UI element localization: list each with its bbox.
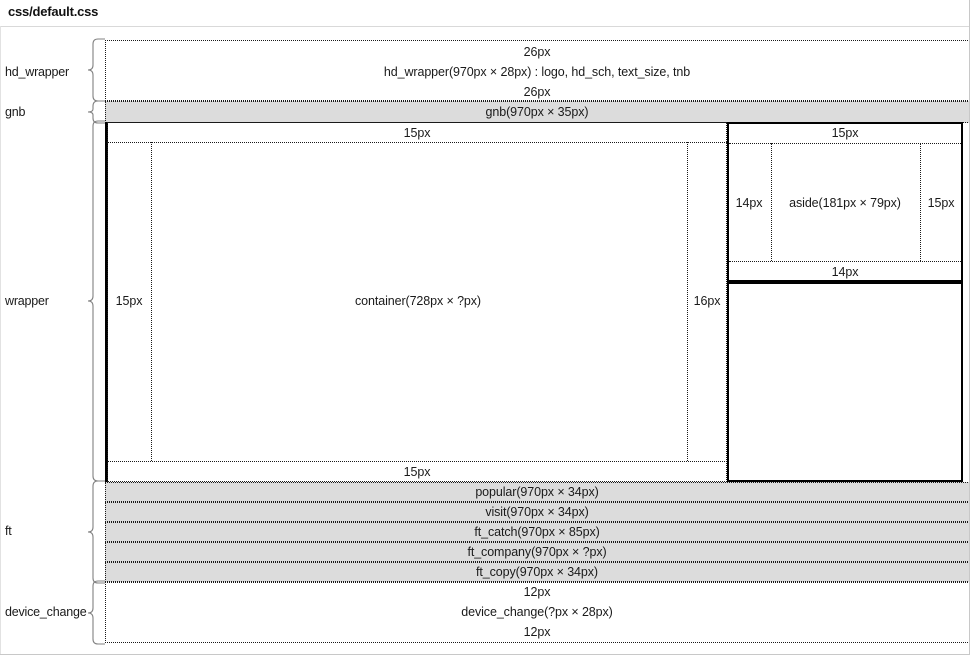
container-pad-left-divider (151, 142, 152, 461)
aside-outer-box (727, 122, 963, 282)
footer-row-ft-catch-box (105, 522, 969, 542)
aside-pad-right-divider (920, 143, 921, 261)
left-border-rule (0, 26, 1, 654)
footer-row-ft-company-label: ft_company(970px × ?px) (467, 545, 607, 559)
hd-wrapper-box (105, 40, 969, 101)
wrapper-left-edge (105, 122, 108, 482)
footer-row-ft-copy-box (105, 562, 969, 582)
container-pad-right-divider (687, 142, 688, 461)
gnb-label: gnb(970px × 35px) (485, 105, 589, 119)
footer-row-visit-label: visit(970px × 34px) (485, 505, 589, 519)
container-pad-bottom-divider (107, 461, 727, 462)
aside-pad-left: 14px (735, 196, 763, 210)
hd-wrapper-pad-top: 26px (523, 45, 551, 59)
brace-ft (84, 480, 106, 584)
container-pad-top-divider (107, 142, 727, 143)
footer-row-ft-company-box (105, 542, 969, 562)
device-change-label: device_change(?px × 28px) (461, 605, 613, 619)
aside-label: aside(181px × 79px) (789, 196, 901, 210)
hd-wrapper-label: hd_wrapper(970px × 28px) : logo, hd_sch,… (383, 65, 691, 79)
aside-pad-right: 15px (927, 196, 955, 210)
container-pad-right: 16px (693, 294, 721, 308)
brace-hd-wrapper (84, 38, 106, 102)
footer-row-visit-box (105, 502, 969, 522)
device-change-pad-top: 12px (523, 585, 551, 599)
group-label-device-change: device_change (5, 605, 87, 619)
aside-lower-box (727, 282, 963, 482)
group-label-ft: ft (5, 524, 12, 538)
device-change-box (105, 582, 969, 643)
footer-row-ft-catch-label: ft_catch(970px × 85px) (474, 525, 600, 539)
container-label: container(728px × ?px) (354, 294, 482, 308)
footer-row-popular-label: popular(970px × 34px) (475, 485, 599, 499)
footer-row-ft-copy-label: ft_copy(970px × 34px) (476, 565, 598, 579)
wrapper-pad-top: 15px (403, 126, 431, 140)
aside-pad-left-divider (771, 143, 772, 261)
container-pad-left: 15px (115, 294, 143, 308)
brace-gnb (84, 100, 106, 124)
footer-row-popular-box (105, 482, 969, 502)
container-padding-box (107, 122, 727, 482)
aside-pad-top: 15px (831, 126, 859, 140)
aside-pad-bottom-divider (729, 261, 961, 262)
title-divider (0, 26, 969, 27)
brace-device-change (84, 580, 106, 646)
group-label-wrapper: wrapper (5, 294, 49, 308)
hd-wrapper-pad-bottom: 26px (523, 85, 551, 99)
wrapper-pad-bottom: 15px (403, 465, 431, 479)
brace-wrapper (84, 120, 106, 482)
aside-pad-bottom: 14px (831, 265, 859, 279)
page-title: css/default.css (8, 4, 99, 19)
aside-pad-top-divider (729, 143, 961, 144)
group-label-hd-wrapper: hd_wrapper (5, 65, 70, 79)
group-label-gnb: gnb (5, 105, 26, 119)
device-change-pad-bottom: 12px (523, 625, 551, 639)
